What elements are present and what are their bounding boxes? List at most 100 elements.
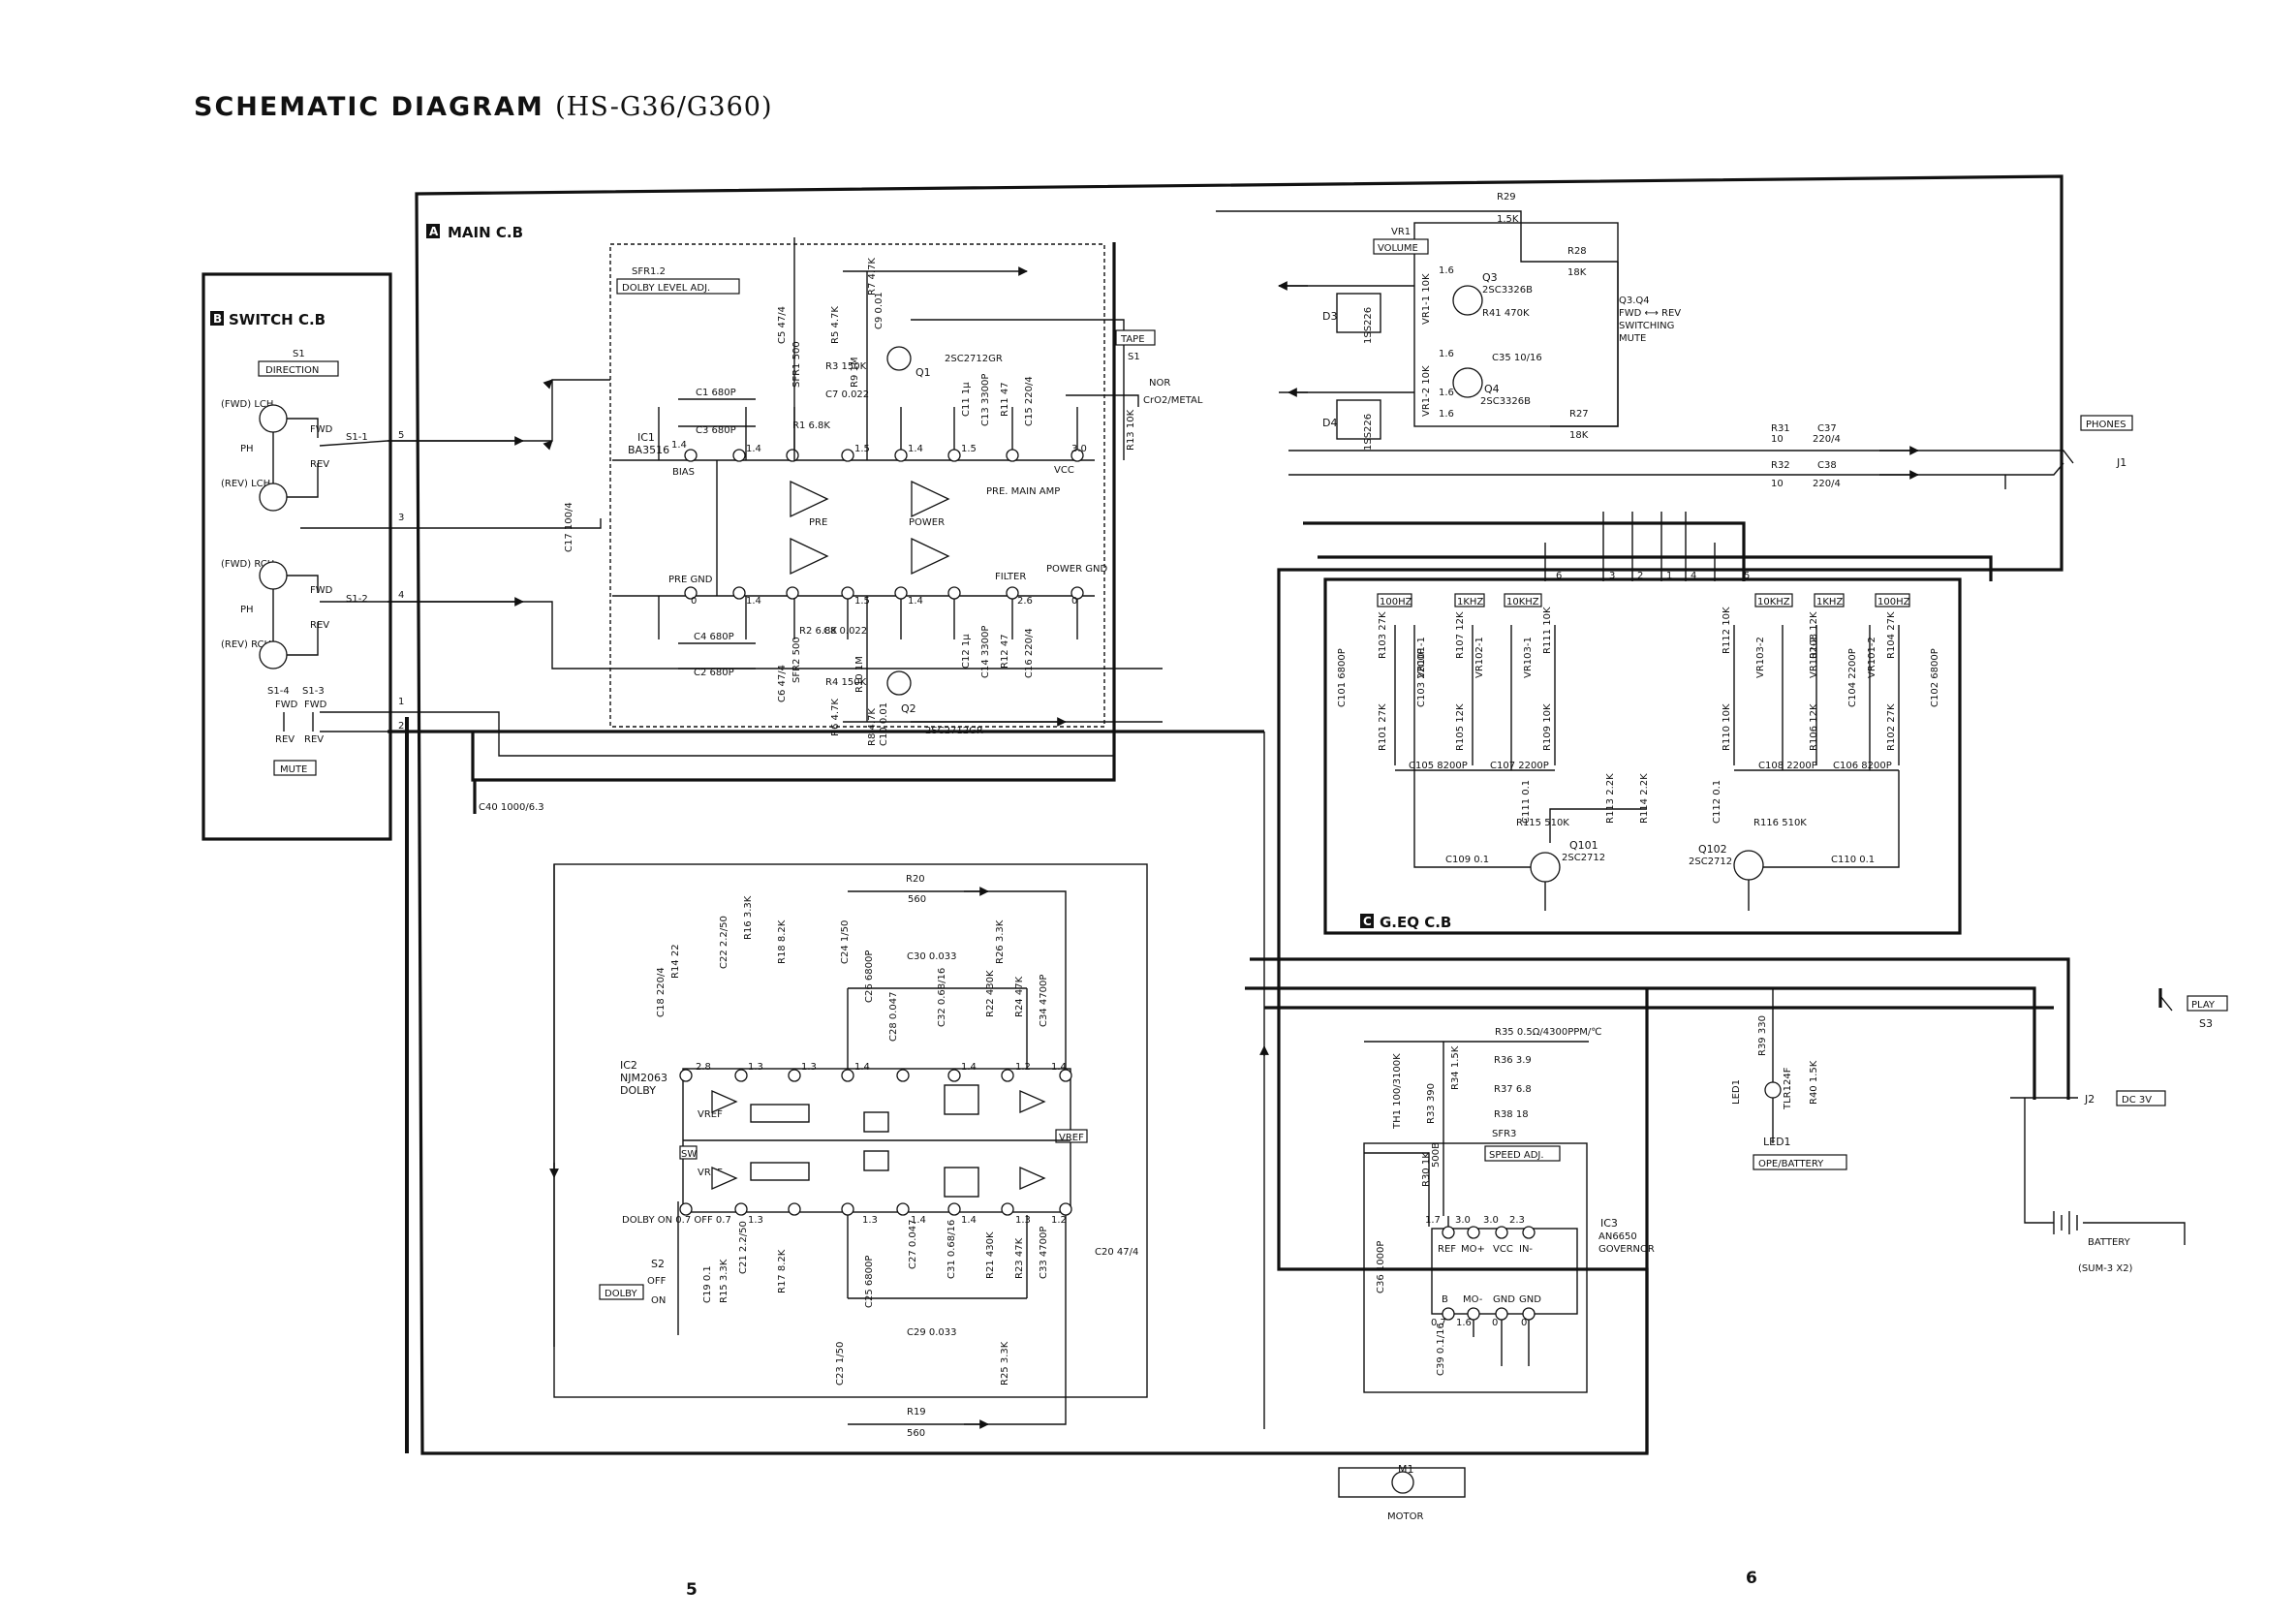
svg-text:VCC: VCC [1493,1244,1513,1255]
svg-text:DIRECTION: DIRECTION [265,365,319,376]
svg-text:0: 0 [1521,1318,1527,1328]
svg-text:BATTERY: BATTERY [2088,1237,2131,1248]
svg-text:(FWD) RCH: (FWD) RCH [221,559,274,570]
svg-text:BA3516: BA3516 [628,444,669,456]
svg-text:PRE GND: PRE GND [668,575,713,585]
svg-text:1: 1 [398,697,404,707]
svg-text:R5 4.7K: R5 4.7K [830,306,841,344]
svg-text:R21 430K: R21 430K [985,1231,996,1279]
svg-text:GND: GND [1519,1294,1541,1305]
svg-text:LED1: LED1 [1731,1079,1742,1105]
q1-transistor [886,346,912,371]
svg-text:SPEED ADJ.: SPEED ADJ. [1489,1150,1544,1161]
head-rev-rch [259,640,288,670]
svg-text:R39 330: R39 330 [1757,1015,1768,1056]
svg-text:BIAS: BIAS [672,467,695,478]
svg-text:VR101-2: VR101-2 [1867,637,1877,678]
svg-text:R15 3.3K: R15 3.3K [719,1259,729,1303]
svg-text:VREF: VREF [698,1168,723,1178]
svg-text:FILTER: FILTER [995,572,1026,582]
svg-text:2SC3326B: 2SC3326B [1480,396,1531,407]
svg-text:PLAY: PLAY [2191,1000,2216,1011]
svg-text:C105 8200P: C105 8200P [1409,761,1468,771]
svg-text:VREF: VREF [698,1109,723,1120]
svg-text:R108 12K: R108 12K [1809,611,1819,659]
svg-text:Q1: Q1 [915,366,931,379]
main-board-badge: A MAIN C.B [426,224,523,241]
ic1-block: SFR1.2 DOLBY LEVEL ADJ. IC1 BA3516 BIAS … [612,266,1107,639]
svg-text:C17 100/4: C17 100/4 [564,502,574,552]
svg-text:IN-: IN- [1519,1244,1533,1255]
svg-text:1.4: 1.4 [746,444,761,454]
svg-text:MOTOR: MOTOR [1387,1511,1423,1522]
geq-board-badge: C G.EQ C.B [1360,914,1451,931]
svg-text:R9 1M: R9 1M [850,358,860,388]
svg-text:DC 3V: DC 3V [2122,1095,2152,1106]
svg-text:SFR1.2: SFR1.2 [632,266,666,277]
svg-text:3: 3 [1609,571,1615,581]
governor-block: R35 0.5Ω/4300PPM/℃ R34 1.5K R36 3.9 R37 … [1338,1027,1655,1522]
svg-text:2SC2712GR: 2SC2712GR [945,354,1003,364]
svg-text:FWD: FWD [310,424,333,435]
svg-text:C36 1000P: C36 1000P [1376,1241,1386,1293]
svg-text:1.4: 1.4 [854,1062,870,1073]
svg-text:R13 10K: R13 10K [1126,409,1136,451]
svg-text:2.8: 2.8 [696,1062,711,1073]
svg-text:R24 47K: R24 47K [1014,976,1025,1017]
svg-text:1SS226: 1SS226 [1363,414,1374,451]
svg-text:MO+: MO+ [1461,1244,1485,1255]
svg-text:PH: PH [240,605,254,615]
svg-text:R27: R27 [1569,409,1589,420]
svg-text:R41 470K: R41 470K [1482,308,1530,319]
svg-text:10KHZ: 10KHZ [1757,597,1790,608]
svg-text:R10 1M: R10 1M [854,656,865,693]
svg-text:1.5K: 1.5K [1497,214,1519,225]
svg-text:C13 3300P: C13 3300P [980,374,991,426]
svg-text:R38 18: R38 18 [1494,1109,1529,1120]
svg-text:SFR1 500: SFR1 500 [791,341,802,388]
svg-text:G.EQ C.B: G.EQ C.B [1380,914,1451,931]
svg-text:1.4: 1.4 [1051,1062,1067,1073]
svg-text:C10 0.01: C10 0.01 [879,702,889,746]
svg-text:POWER: POWER [909,517,945,528]
svg-text:1SS226: 1SS226 [1363,307,1374,344]
svg-text:S1-1: S1-1 [346,432,368,443]
svg-text:3.0: 3.0 [1455,1215,1471,1226]
svg-text:R17 8.2K: R17 8.2K [777,1249,788,1293]
svg-text:R32: R32 [1771,460,1790,471]
main-board-outline [415,174,2063,1455]
svg-text:1.6: 1.6 [1439,388,1454,398]
q4-transistor [1452,367,1483,398]
svg-text:TAPE: TAPE [1120,334,1145,345]
svg-text:R40 1.5K: R40 1.5K [1809,1060,1819,1105]
svg-text:DOLBY LEVEL ADJ.: DOLBY LEVEL ADJ. [622,283,710,294]
svg-text:1.6: 1.6 [1456,1318,1472,1328]
svg-text:3.0: 3.0 [1483,1215,1499,1226]
svg-text:R102 27K: R102 27K [1886,703,1897,751]
svg-text:1.6: 1.6 [1439,409,1454,420]
svg-text:OFF: OFF [647,1276,667,1287]
svg-text:R34 1.5K: R34 1.5K [1450,1045,1461,1090]
svg-text:C1 680P: C1 680P [696,388,736,398]
svg-text:1.4: 1.4 [671,440,687,451]
svg-text:R6 4.7K: R6 4.7K [830,699,841,736]
svg-text:R104 27K: R104 27K [1886,611,1897,659]
svg-text:C15 220/4: C15 220/4 [1024,376,1035,426]
svg-text:PH: PH [240,444,254,454]
svg-text:R2 6.8K: R2 6.8K [799,626,837,637]
svg-text:C: C [1363,915,1372,928]
volume-block: VR1 VOLUME VR1-1 10K VR1-2 10K Q3 2SC332… [1216,192,1681,451]
svg-text:1.6: 1.6 [1439,349,1454,359]
svg-text:ON: ON [651,1295,666,1306]
svg-text:2SC3326B: 2SC3326B [1482,285,1533,296]
ic1-components: C1 680P C3 680P C4 680P C2 680P R3 150K … [564,237,1203,746]
svg-text:FWD: FWD [275,700,298,710]
svg-text:TH1 100/3100K: TH1 100/3100K [1392,1053,1403,1130]
svg-text:MUTE: MUTE [1619,333,1646,344]
svg-text:SWITCHING: SWITCHING [1619,321,1674,331]
svg-text:18K: 18K [1569,430,1589,441]
svg-text:C22 2.2/50: C22 2.2/50 [719,916,729,969]
svg-text:100HZ: 100HZ [1877,597,1910,608]
svg-text:R30 1K: R30 1K [1421,1152,1432,1187]
